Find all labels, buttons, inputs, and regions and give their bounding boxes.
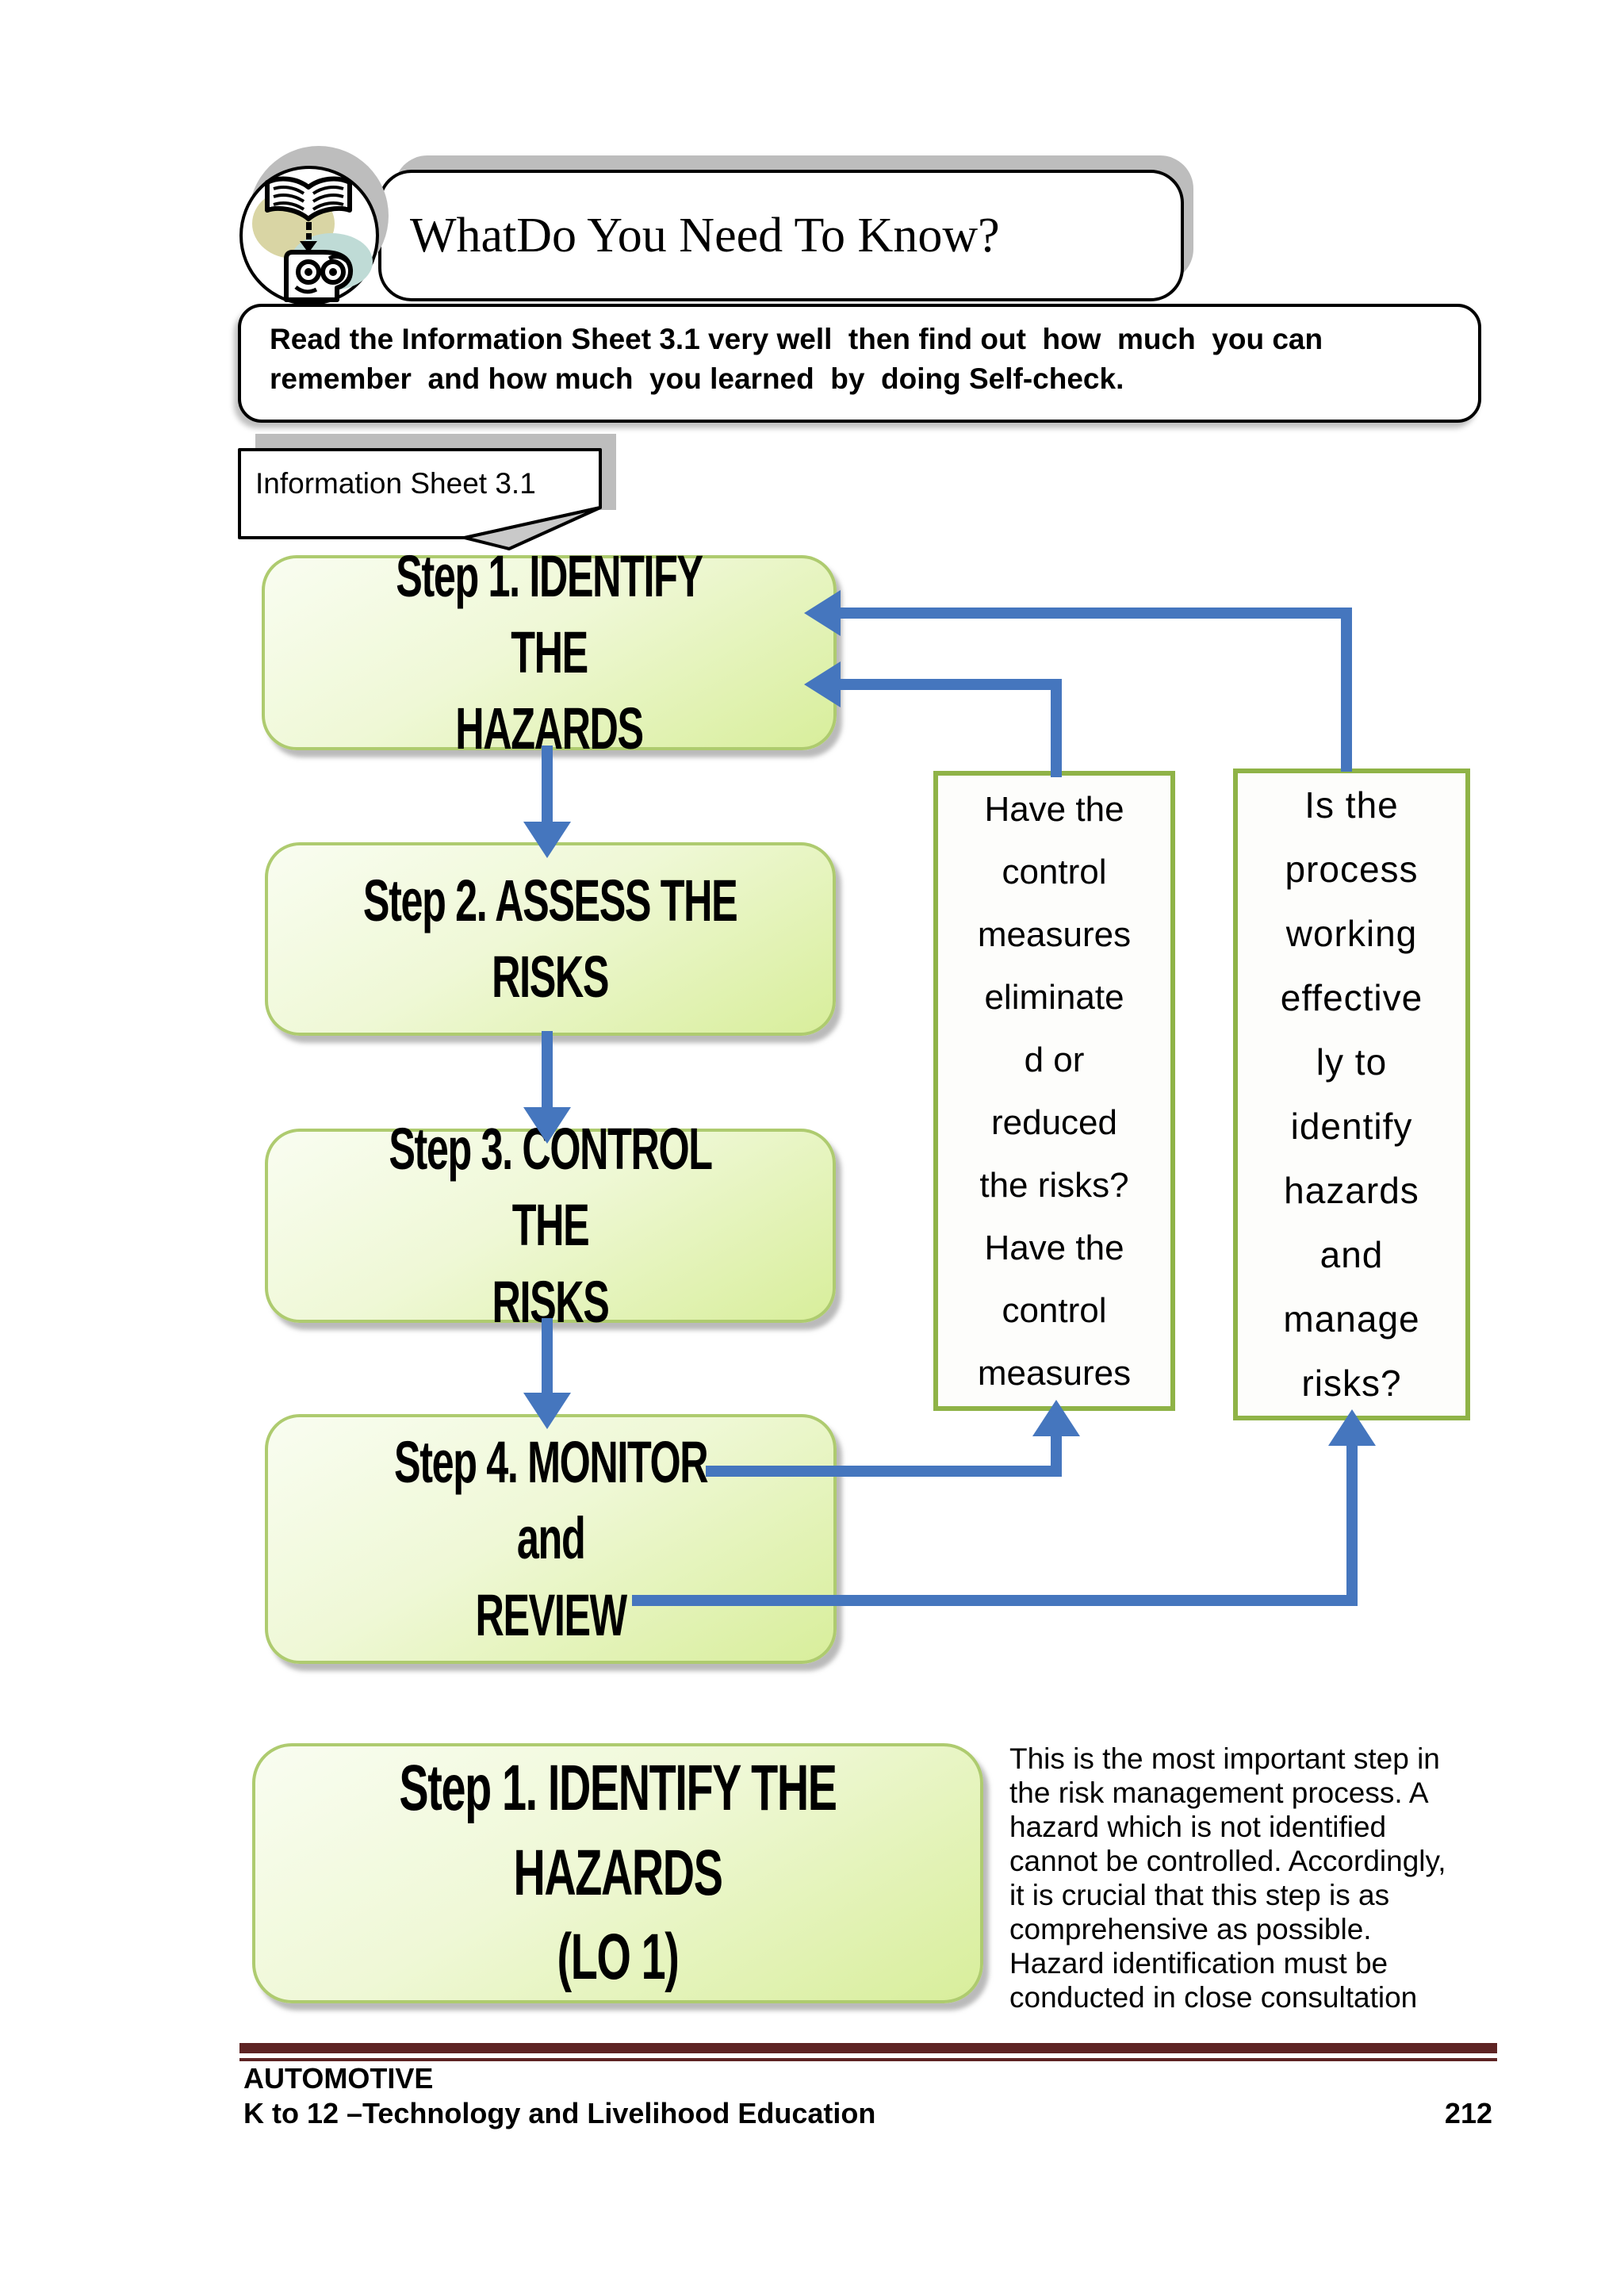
- flow-step-3-label: Step 3. CONTROL THE RISKS: [389, 1116, 713, 1335]
- connector-step1-step2: [542, 746, 553, 823]
- arrowhead-feedback1: [1032, 1400, 1080, 1436]
- arrowhead-step4: [523, 1393, 571, 1429]
- flow-step-4-label: Step 4. MONITOR and REVIEW: [393, 1429, 709, 1648]
- down-arrow-icon: [300, 222, 317, 253]
- arrowhead-step3: [523, 1107, 571, 1144]
- connector-step2-step3: [542, 1031, 553, 1109]
- face-icon: [284, 250, 354, 302]
- title-banner: WhatDo You Need To Know?: [378, 170, 1184, 301]
- tab-folded-corner: [463, 506, 602, 550]
- footer-rule-thin: [239, 2058, 1497, 2061]
- flow-step-2-label: Step 2. ASSESS THE RISKS: [363, 867, 738, 1010]
- feedback-box-control-measures-text: Have the control measures eliminate d or…: [977, 789, 1132, 1393]
- flow-step-1-label: Step 1. IDENTIFY THE HAZARDS: [396, 542, 703, 762]
- lo1-box: Step 1. IDENTIFY THE HAZARDS (LO 1): [252, 1743, 983, 2003]
- flow-step-1-box: Step 1. IDENTIFY THE HAZARDS: [262, 543, 837, 761]
- flow-step-3-box: Step 3. CONTROL THE RISKS: [265, 1116, 836, 1335]
- flow-step-4-box: Step 4. MONITOR and REVIEW: [265, 1414, 837, 1664]
- review-line-horizontal: [632, 1595, 1358, 1606]
- arrowhead-step1-upper: [804, 590, 841, 636]
- return-line-lower-horizontal: [839, 679, 1062, 690]
- feedback-box-control-measures: Have the control measures eliminate d or…: [933, 771, 1175, 1411]
- connector-step3-step4: [542, 1318, 553, 1394]
- information-sheet-tab: [238, 434, 616, 550]
- arrowhead-feedback2: [1328, 1409, 1376, 1446]
- intro-instruction-box: [238, 304, 1481, 423]
- intro-instruction-text: Read the Information Sheet 3.1 very well…: [270, 323, 1323, 395]
- footer-row: K to 12 –Technology and Livelihood Educa…: [243, 2097, 1492, 2130]
- return-line-lower-vertical: [1051, 679, 1062, 777]
- monitor-line-vertical: [1051, 1434, 1062, 1477]
- page-number: 212: [1444, 2097, 1492, 2129]
- lo1-label: Step 1. IDENTIFY THE HAZARDS (LO 1): [399, 1752, 837, 1994]
- return-line-upper-horizontal: [839, 608, 1352, 619]
- body-paragraph: This is the most important step in the r…: [1009, 1742, 1446, 2014]
- book-icon: [265, 176, 352, 221]
- arrowhead-step1-lower: [804, 661, 841, 707]
- reading-icon: [239, 146, 389, 305]
- footer-subject: AUTOMOTIVE: [243, 2062, 434, 2095]
- flow-step-2-box: Step 2. ASSESS THE RISKS: [265, 842, 836, 1036]
- page-title: WhatDo You Need To Know?: [410, 208, 1000, 263]
- footer-program: K to 12 –Technology and Livelihood Educa…: [243, 2097, 876, 2129]
- feedback-box-process-working: Is the process working effective ly to i…: [1233, 769, 1470, 1420]
- monitor-line-horizontal: [706, 1466, 1062, 1477]
- arrowhead-step2: [523, 822, 571, 858]
- feedback-box-process-working-text: Is the process working effective ly to i…: [1280, 784, 1423, 1404]
- review-line-vertical: [1346, 1445, 1358, 1606]
- footer-rule-thick: [239, 2043, 1497, 2053]
- return-line-upper-vertical: [1341, 608, 1352, 772]
- tab-label: Information Sheet 3.1: [255, 467, 536, 500]
